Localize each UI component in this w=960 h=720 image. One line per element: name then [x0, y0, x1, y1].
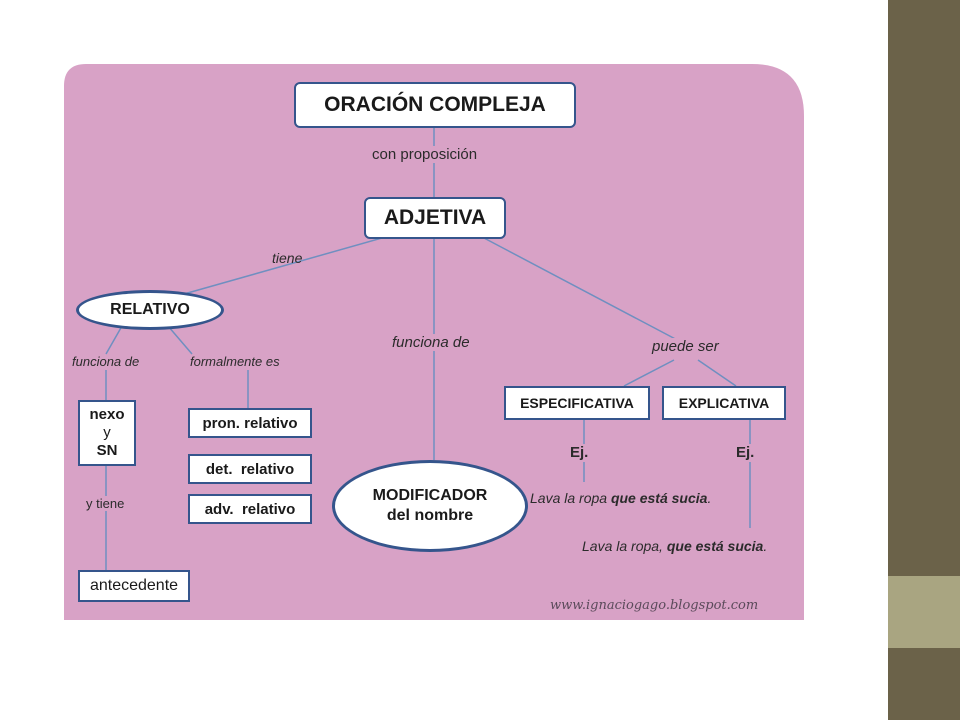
connector-puede-ser-especificativa — [623, 359, 675, 387]
example1-bold: que está sucia — [610, 490, 708, 506]
node-modificador: MODIFICADOR del nombre — [332, 460, 528, 552]
node-det-relativo: det. relativo — [188, 454, 312, 484]
link-tiene: tiene — [272, 250, 303, 266]
connector-adjetiva-relativo — [183, 237, 383, 295]
example2-plain: Lava la ropa, — [582, 538, 667, 554]
side-bar-dark-top — [888, 0, 960, 576]
node-antecedente: antecedente — [78, 570, 190, 602]
watermark-url: www.ignaciogago.blogspot.com — [550, 598, 759, 613]
node-adjetiva-label: ADJETIVA — [383, 206, 487, 229]
concept-map-slide: ORACIÓN COMPLEJA con proposición ADJETIV… — [64, 64, 804, 620]
node-explicativa-label: EXPLICATIVA — [678, 395, 770, 411]
connector-relativo-formalmente — [167, 325, 193, 355]
node-pron-relativo-label: pron. relativo — [202, 414, 298, 432]
link-funciona-de-left: funciona de — [72, 354, 140, 369]
node-adv-relativo-label: adv. relativo — [204, 500, 296, 518]
node-relativo: RELATIVO — [76, 290, 224, 330]
node-relativo-label: RELATIVO — [110, 301, 190, 318]
label-ej-left: Ej. — [570, 444, 589, 461]
example1-end: . — [707, 490, 712, 506]
link-con-proposicion: con proposición — [370, 146, 480, 163]
node-pron-relativo: pron. relativo — [188, 408, 312, 438]
label-ej-right: Ej. — [736, 444, 755, 461]
example-especificativa: Lava la ropa que está sucia. — [530, 490, 711, 506]
link-puede-ser: puede ser — [650, 338, 721, 355]
example-explicativa: Lava la ropa, que está sucia. — [582, 538, 767, 554]
node-oracion-compleja: ORACIÓN COMPLEJA — [294, 82, 576, 128]
node-nexo-line1: nexo — [89, 406, 125, 423]
link-y-tiene: y tiene — [84, 496, 127, 511]
side-bar-dark-bottom — [888, 648, 960, 720]
example2-end: . — [763, 538, 768, 554]
connector-relativo-funciona — [105, 325, 123, 355]
node-adjetiva: ADJETIVA — [364, 197, 506, 239]
node-especificativa-label: ESPECIFICATIVA — [520, 395, 634, 411]
node-antecedente-label: antecedente — [89, 577, 179, 594]
link-funciona-de-center: funciona de — [390, 334, 472, 351]
example1-plain: Lava la ropa — [530, 490, 611, 506]
node-oracion-compleja-label: ORACIÓN COMPLEJA — [324, 93, 546, 116]
node-explicativa: EXPLICATIVA — [662, 386, 786, 420]
example2-bold: que está sucia — [666, 538, 764, 554]
node-nexo-line3: SN — [96, 442, 118, 459]
side-bar-light — [888, 576, 960, 648]
node-modificador-line1: MODIFICADOR — [372, 487, 488, 504]
node-adv-relativo: adv. relativo — [188, 494, 312, 524]
node-especificativa: ESPECIFICATIVA — [504, 386, 650, 420]
node-nexo-line2: y — [103, 424, 111, 441]
node-modificador-line2: del nombre — [386, 507, 474, 524]
node-det-relativo-label: det. relativo — [205, 460, 295, 478]
node-nexo-y-sn: nexo y SN — [78, 400, 136, 466]
link-formalmente-es: formalmente es — [190, 354, 280, 369]
connector-adjetiva-puede-ser — [483, 237, 701, 353]
connector-puede-ser-explicativa — [697, 359, 737, 387]
